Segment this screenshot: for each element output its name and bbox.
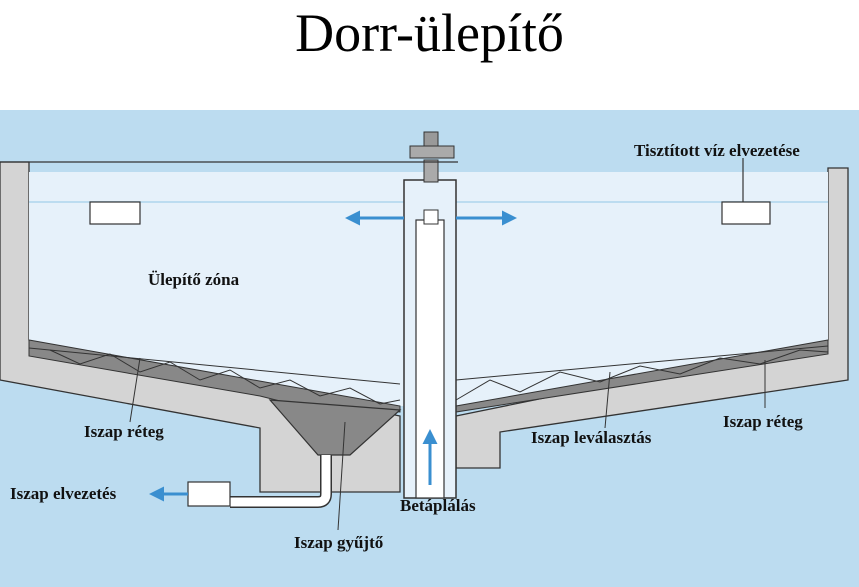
rake-truss-left [28,347,401,405]
sludge-drain-box [187,481,231,507]
drive-motor [409,145,455,159]
rake-truss-right [455,345,829,401]
label-sludge-separation: Iszap leválasztás [531,428,652,447]
drive-cap [423,131,439,147]
sludge-collector-hopper [268,399,402,456]
label-feed: Betáplálás [400,496,476,515]
label-settling-zone: Ülepítő zóna [148,270,240,289]
outlet-trough-left [89,201,141,225]
label-clean-water-outlet: Tisztított víz elvezetése [634,141,800,160]
label-sludge-drain: Iszap elvezetés [10,484,117,503]
label-sludge-collector: Iszap gyűjtő [294,533,384,552]
dorr-settler-diagram [0,110,859,587]
drive-shaft [423,159,439,183]
pointer-sludge-collector [337,421,346,531]
label-sludge-layer-left: Iszap réteg [84,422,164,441]
label-sludge-layer-right: Iszap réteg [723,412,803,431]
page-title: Dorr-ülepítő [295,3,564,63]
feed-port [423,209,439,225]
pointer-sludge-layer-left [129,357,141,423]
pointer-sludge-separation [604,371,611,429]
outlet-trough-right [721,201,771,225]
